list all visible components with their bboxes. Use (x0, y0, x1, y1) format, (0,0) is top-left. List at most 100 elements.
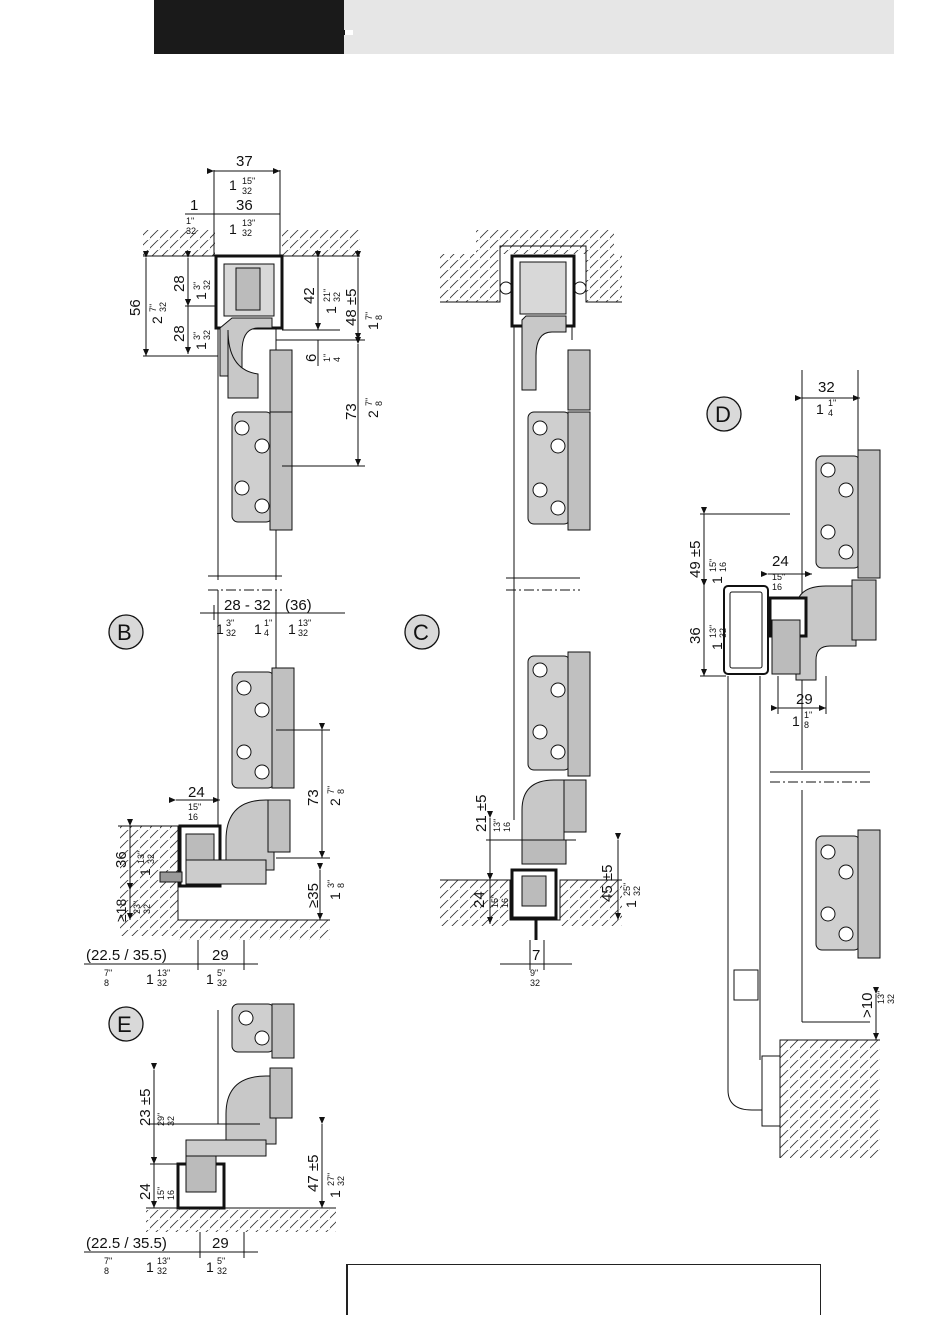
dimension-label: 4 (264, 628, 269, 638)
dimension-label: 1 (365, 322, 381, 330)
dimension-label: 15" (156, 1187, 166, 1200)
dimension-label: 32 (142, 904, 152, 914)
dimension-label: 4 (828, 408, 833, 418)
dimension-label: 36 (113, 851, 130, 868)
dimension-label: 7" (364, 312, 374, 320)
dimension-label: 21" (322, 289, 332, 302)
dimension-label: ≥18 (113, 899, 129, 922)
dimension-label: 13" (136, 851, 146, 864)
dimension-label: 32 (298, 628, 308, 638)
dimension-label: 13" (298, 618, 311, 628)
hanger-e (225, 1075, 277, 1145)
dimension-label: 1 (146, 1259, 154, 1275)
hinge-plate-e (231, 1003, 275, 1053)
dimension-label: 28 (171, 325, 188, 342)
dimension-label: 1 (327, 892, 343, 900)
dimension-label: 27" (326, 1173, 336, 1186)
variant-d-letter: D (715, 402, 731, 427)
header-tick-mark (334, 30, 348, 35)
dimension-label: 1 (792, 713, 800, 729)
dimension-label: 7" (326, 786, 336, 794)
dimension-label: 13" (157, 1256, 170, 1266)
ceiling-hatch-right (282, 230, 360, 256)
dimension-label: 8 (336, 789, 346, 794)
dimension-label: 1 (206, 971, 214, 987)
dimension-label: 1 (327, 1190, 343, 1198)
labels-variant-b: B 28 - 32 (36) 1 3" 32 1 1" 4 1 13" 32 7… (86, 597, 346, 988)
dimension-label: 5" (217, 968, 225, 978)
dimension-label: 32 (336, 1176, 346, 1186)
dimension-label: 7" (148, 304, 158, 312)
drawing-variant-e (84, 1003, 336, 1258)
dimension-label: 1 (254, 621, 262, 637)
dimension-label: 32 (157, 1266, 167, 1276)
variant-b-letter: B (117, 620, 132, 645)
dimension-label: 24 (137, 1183, 154, 1200)
dimension-label: 16 (166, 1190, 176, 1200)
dimension-label: 42 (301, 287, 318, 304)
dimension-label: 1 (623, 900, 639, 908)
floor-hatch-d (780, 1040, 880, 1158)
header-tick-gap (345, 30, 353, 35)
variant-b-badge (108, 614, 144, 650)
dimension-label: 32 (242, 186, 252, 196)
dimension-label: 13" (242, 218, 255, 228)
dimension-label: 8 (374, 401, 384, 406)
dimension-label: 24 (188, 784, 205, 801)
variant-e-letter: E (117, 1012, 132, 1037)
dimension-label: 1 (816, 401, 824, 417)
drawing-top-left (143, 168, 365, 580)
dimension-label: 13" (876, 991, 886, 1004)
labels-top-left: 37 1 15" 32 1 36 1" 32 1 13" 32 56 2 7" … (127, 153, 384, 420)
dimension-label: 15" (708, 559, 718, 572)
dimension-label: 1 (193, 292, 209, 300)
dimension-label: 16 (772, 582, 782, 592)
dimension-label: 1 (709, 576, 725, 584)
dimension-label: 1 (146, 971, 154, 987)
dimension-label: 47 ±5 (305, 1155, 322, 1192)
dimension-label: 24 (471, 891, 488, 908)
drawing-variant-d (700, 370, 881, 1158)
dimension-label: 23 ±5 (137, 1089, 154, 1126)
dimension-label: 16 (718, 562, 728, 572)
labels-variant-c: C 21 ±5 13" 16 24 15" 16 45 ±5 1 25" 32 … (404, 614, 642, 988)
dimension-label: 5" (217, 1256, 225, 1266)
dimension-label: 32 (157, 978, 167, 988)
dimension-label: 1 (709, 642, 725, 650)
dimension-label: 32 (332, 292, 342, 302)
dimension-label: 1" (828, 398, 836, 408)
dimension-label: 32 (530, 978, 540, 988)
dimension-label: 29 (212, 947, 229, 964)
dimension-label: 13" (492, 819, 502, 832)
dimension-label: 32 (226, 628, 236, 638)
rail-tube-d (723, 585, 769, 675)
dimension-label: 29" (156, 1113, 166, 1126)
dimension-label: 1 (229, 221, 237, 237)
dimension-label: 7 (532, 947, 540, 964)
dimension-label: >10 (859, 993, 876, 1018)
dimension-label: 1 (216, 621, 224, 637)
dimension-label: 24 (772, 553, 789, 570)
dimension-label: 1 (206, 1259, 214, 1275)
dimension-label: 8 (104, 1266, 109, 1276)
footer-note-box (346, 1264, 821, 1315)
dimension-label: 32 (818, 379, 835, 396)
dimension-label: 13" (157, 968, 170, 978)
dimension-label: 2 (365, 410, 381, 418)
dimension-label: 9" (530, 968, 538, 978)
variant-d-badge (706, 396, 742, 432)
dimension-label: 8 (804, 720, 809, 730)
dimension-label: 16 (500, 898, 510, 908)
dimension-label: 32 (146, 854, 156, 864)
dimension-label: 32 (202, 330, 212, 340)
dimension-label: 32 (217, 978, 227, 988)
drawing-variant-b (84, 575, 345, 970)
dimension-label: 36 (687, 627, 704, 644)
dimension-label: 73 (343, 403, 360, 420)
dimension-label: 1 (288, 621, 296, 637)
floor-hatch-e (146, 1208, 336, 1232)
variant-c-letter: C (413, 620, 429, 645)
dimension-label: 8 (104, 978, 109, 988)
dimension-label: 2 (149, 316, 165, 324)
